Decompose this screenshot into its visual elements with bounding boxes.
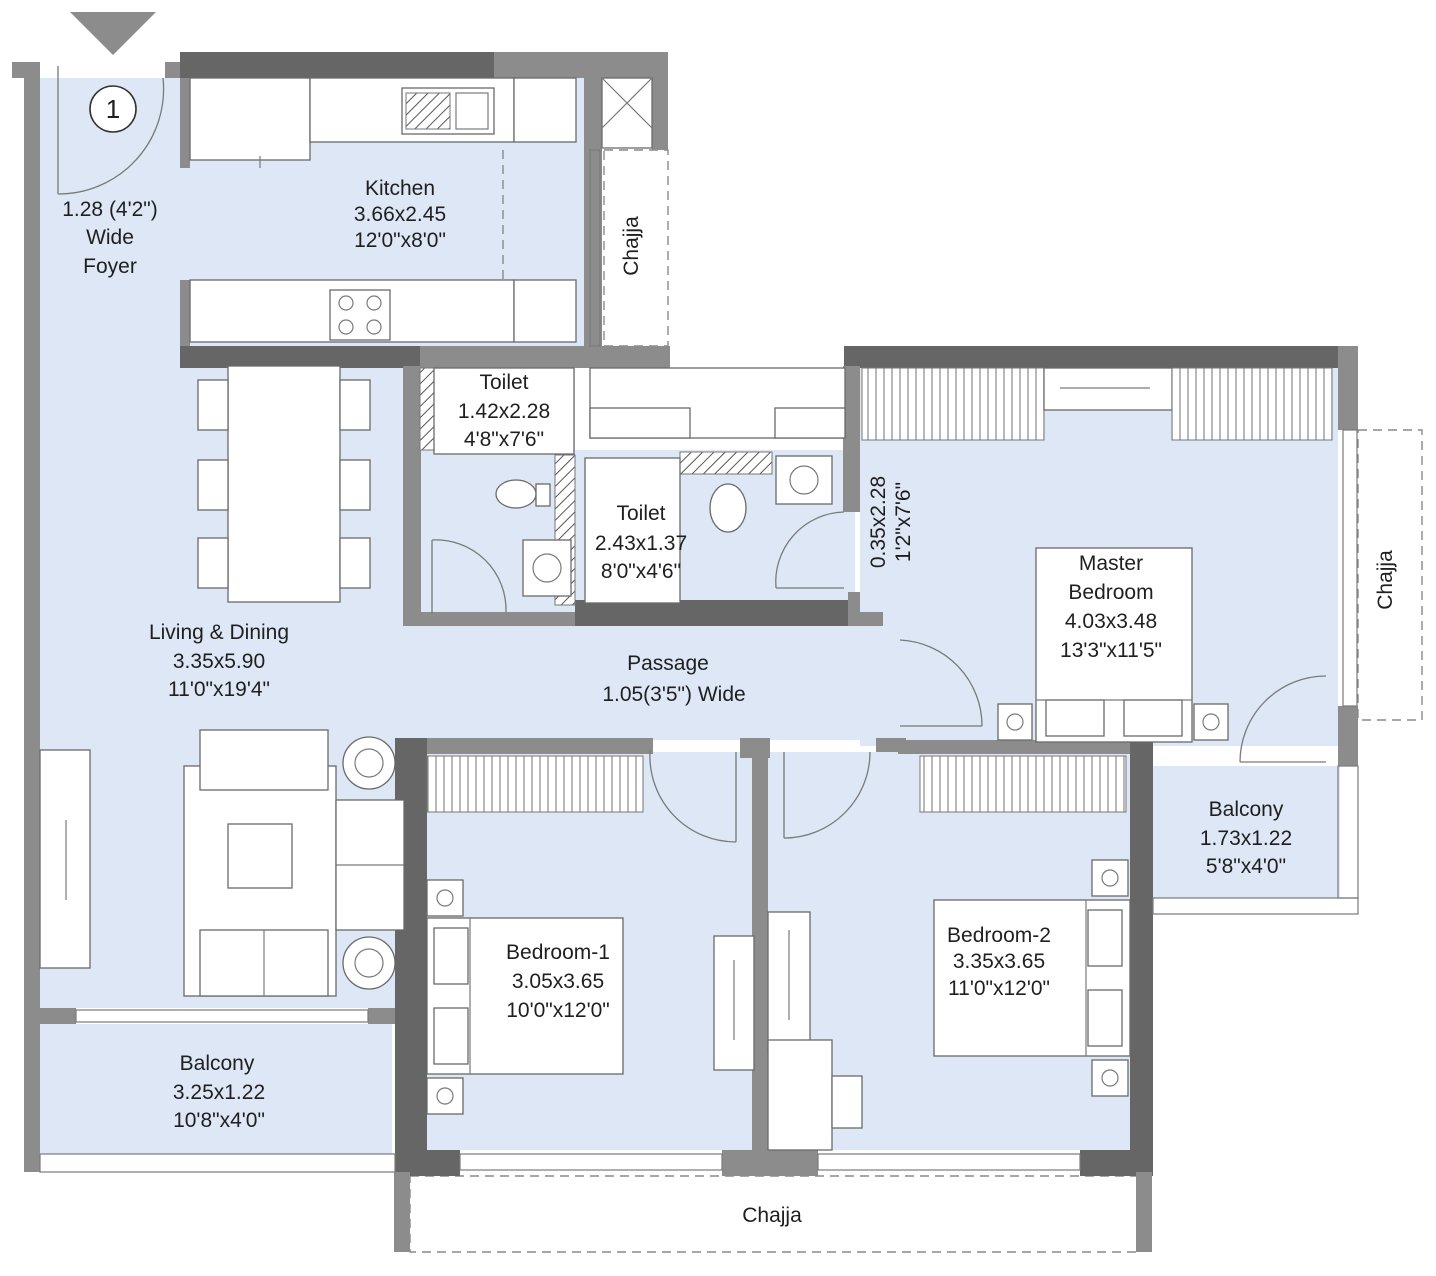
toilet2-fixtures xyxy=(584,367,846,604)
master-size-ft: 13'3"x11'5" xyxy=(1060,639,1162,662)
chajja-kitchen-label: Chajja xyxy=(620,216,643,276)
wc2-icon xyxy=(709,483,747,533)
wc-icon xyxy=(535,483,551,507)
toilet1-name: Toilet xyxy=(479,371,528,394)
bedroom1-furniture xyxy=(426,750,755,1115)
dining-table xyxy=(197,365,371,603)
master-furniture xyxy=(861,367,1333,763)
bedroom1-size-ft: 10'0"x12'0" xyxy=(506,999,610,1022)
bedroom2-size-m: 3.35x3.65 xyxy=(953,950,1045,973)
foyer-label-3: Foyer xyxy=(83,255,137,278)
balcony-living-area xyxy=(40,1024,392,1154)
living-size-m: 3.35x5.90 xyxy=(173,650,265,673)
passage-width: 1.05(3'5") Wide xyxy=(602,683,745,706)
kitchen-furniture xyxy=(189,77,653,343)
basin2-icon xyxy=(775,455,833,505)
toilet1-size-ft: 4'8"x7'6" xyxy=(464,428,544,451)
duct-size-m: 0.35x2.28 xyxy=(867,476,890,568)
balcony-living-size-m: 3.25x1.22 xyxy=(173,1081,265,1104)
balcony-master-size-ft: 5'8"x4'0" xyxy=(1206,855,1286,878)
balcony-master-name: Balcony xyxy=(1209,798,1284,821)
kitchen-size-m: 3.66x2.45 xyxy=(354,203,446,226)
foyer-label-2: Wide xyxy=(86,226,134,249)
bedroom2-furniture xyxy=(767,751,1131,1151)
living-size-ft: 11'0"x19'4" xyxy=(168,678,270,701)
duct-size-ft: 1'2"x7'6" xyxy=(892,482,915,562)
master-name-1: Master xyxy=(1079,552,1143,575)
stove-icon xyxy=(329,289,391,341)
passage-name: Passage xyxy=(627,652,709,675)
living-name: Living & Dining xyxy=(149,621,289,644)
balcony-master-area xyxy=(1153,766,1340,898)
balcony-living-size-ft: 10'8"x4'0" xyxy=(173,1109,265,1132)
chajja-master-label: Chajja xyxy=(1374,550,1397,610)
windows xyxy=(39,149,1359,1173)
bedroom2-size-ft: 11'0"x12'0" xyxy=(948,977,1050,1000)
unit-number-badge xyxy=(89,85,137,133)
toilet2-size-m: 2.43x1.37 xyxy=(595,532,687,555)
balcony-living-name: Balcony xyxy=(180,1052,255,1075)
sofa-set xyxy=(39,729,405,997)
toilet2-name: Toilet xyxy=(616,502,665,525)
master-size-m: 4.03x3.48 xyxy=(1065,610,1157,633)
kitchen-size-ft: 12'0"x8'0" xyxy=(354,229,446,252)
chajja-bottom-label: Chajja xyxy=(742,1204,802,1227)
bedroom2-name: Bedroom-2 xyxy=(947,924,1051,947)
study-desk xyxy=(767,1039,833,1151)
toilet2-size-ft: 8'0"x4'6" xyxy=(601,560,681,583)
chajja-master-outline xyxy=(1357,429,1423,721)
tv-unit xyxy=(39,749,91,969)
passage-area xyxy=(405,625,885,740)
bedroom1-size-m: 3.05x3.65 xyxy=(512,970,604,993)
entrance-door: 1 xyxy=(57,12,165,195)
foyer-label-1: 1.28 (4'2") xyxy=(62,198,158,221)
kitchen-name: Kitchen xyxy=(365,177,435,200)
bedroom1-name: Bedroom-1 xyxy=(506,941,610,964)
walls xyxy=(12,52,1358,1252)
toilet1-fixtures xyxy=(419,367,576,614)
toilet1-size-m: 1.42x2.28 xyxy=(458,400,550,423)
balcony-master-size-m: 1.73x1.22 xyxy=(1200,827,1292,850)
basin-icon xyxy=(522,539,572,597)
master-name-2: Bedroom xyxy=(1068,581,1153,604)
unit-number: 1 xyxy=(106,94,120,124)
labels: 1.28 (4'2") Wide Foyer Kitchen 3.66x2.45… xyxy=(62,177,1397,1227)
entrance-arrow-icon xyxy=(70,12,156,55)
